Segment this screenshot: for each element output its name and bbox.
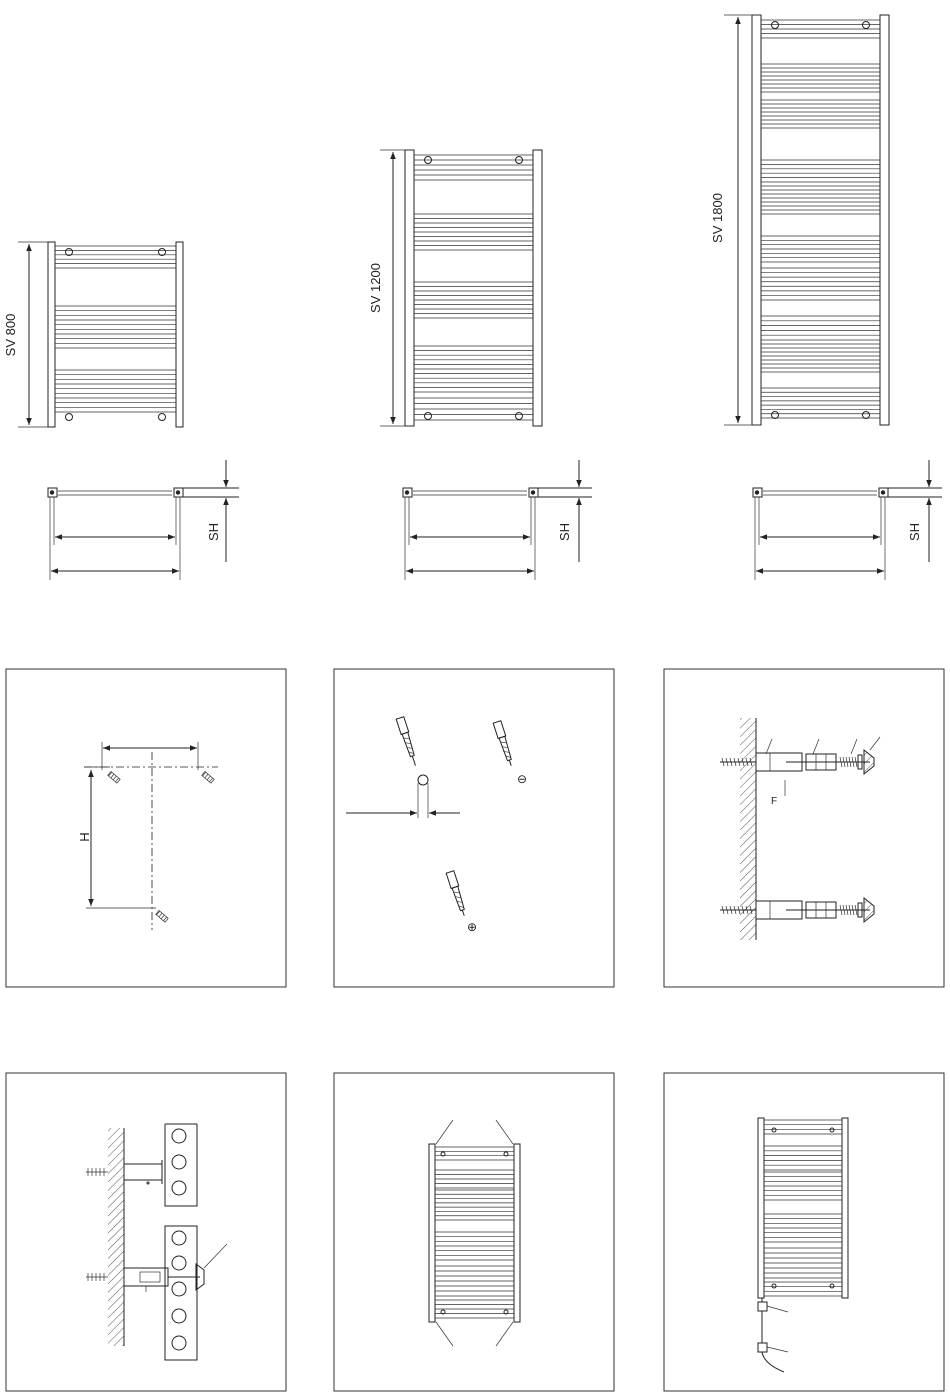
radiator-sv1800-front-view	[752, 15, 889, 425]
tube-core	[881, 490, 885, 494]
label-sh-1: SH	[206, 523, 221, 541]
mounting-point	[66, 414, 73, 421]
mounting-point	[863, 412, 870, 419]
symbol-plus: ⊕	[467, 920, 477, 934]
label-sv800: SV 800	[3, 314, 18, 357]
mounting-point	[772, 22, 779, 29]
plan-view-sv1200	[403, 460, 592, 580]
label-sh-2: SH	[557, 523, 572, 541]
label-sv1200: SV 1200	[368, 263, 383, 313]
radiator-left-rail	[405, 150, 414, 426]
height-dimension-sv800: SV 800	[3, 242, 48, 427]
symbol-minus: ⊖	[517, 772, 527, 786]
radiator-left-rail	[48, 242, 55, 427]
radiator-right-rail	[880, 15, 889, 425]
height-dimension-sv1200: SV 1200	[368, 150, 413, 426]
mounting-point	[772, 412, 779, 419]
tube-core	[531, 490, 535, 494]
plan-view-sv1800	[753, 460, 942, 580]
mounting-point	[425, 413, 432, 420]
step-panel-drill-layout: H	[6, 669, 286, 987]
radiator-sv1200-front-view	[405, 150, 542, 426]
label-sv1800: SV 1800	[710, 193, 725, 243]
radiator-left-rail	[752, 15, 761, 425]
radiator-sv800-front-view	[48, 242, 183, 427]
mounting-point	[159, 414, 166, 421]
tube-core	[176, 490, 180, 494]
step-panel-bracket-assembly: F	[664, 669, 944, 987]
tube-core	[50, 490, 54, 494]
tube-core	[755, 490, 759, 494]
mounting-point	[863, 22, 870, 29]
tube-core	[405, 490, 409, 494]
step-panel-drilling: ⊖ ⊕	[334, 669, 614, 987]
radiator-right-rail	[176, 242, 183, 427]
step-panel-electric-connection	[664, 1073, 944, 1391]
plan-view-sv800	[48, 460, 239, 580]
label-f: F	[771, 796, 777, 807]
wall-hatch	[108, 1128, 124, 1346]
radiator-right-rail	[533, 150, 542, 426]
step-panel-pipe-mounting	[6, 1073, 286, 1391]
label-sh-3: SH	[907, 523, 922, 541]
mounting-point	[516, 413, 523, 420]
label-h: H	[77, 832, 92, 841]
step-panel-radiator-overview	[334, 1073, 614, 1391]
